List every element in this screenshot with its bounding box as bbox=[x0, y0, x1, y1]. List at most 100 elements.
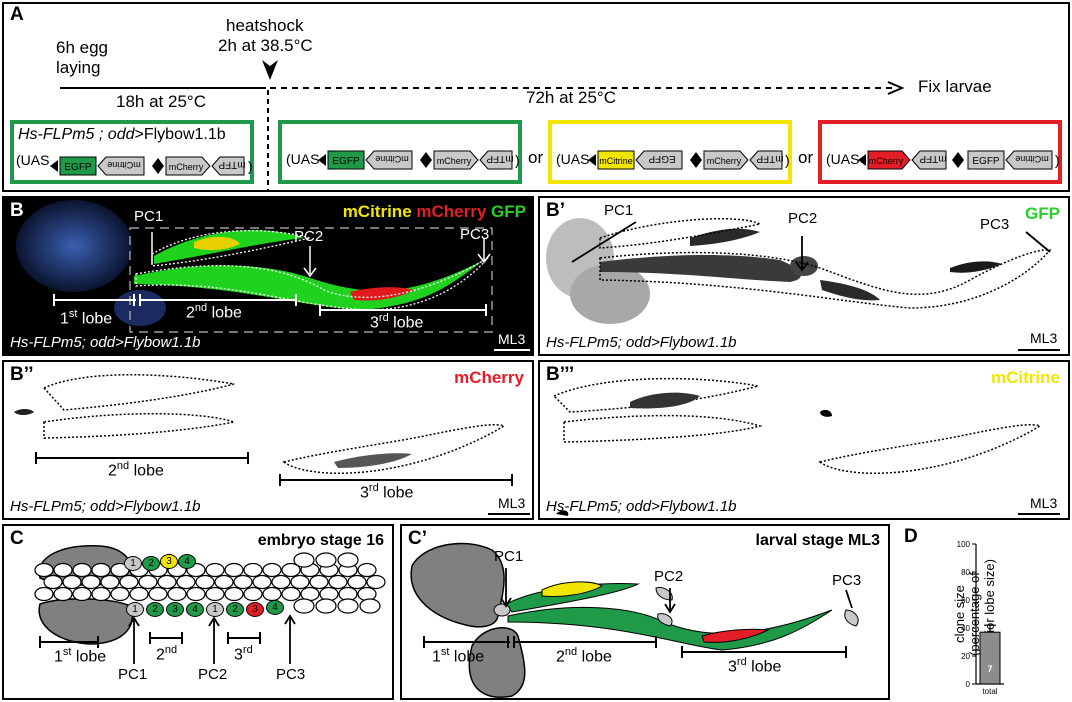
embryo-cell bbox=[91, 562, 111, 578]
stage-label: ML3 bbox=[498, 495, 526, 511]
pc1-label: PC1 bbox=[118, 666, 148, 683]
panel-label-c: C bbox=[10, 528, 24, 549]
svg-text:mCitrine: mCitrine bbox=[1015, 154, 1049, 164]
embryo-cell bbox=[252, 574, 272, 590]
n-label: 7 bbox=[987, 664, 992, 674]
panel-b-image bbox=[16, 200, 530, 351]
embryo-cell bbox=[129, 586, 149, 602]
embryo-cell bbox=[243, 562, 263, 578]
pc2-label: PC2 bbox=[198, 666, 228, 683]
panel-label-d: D bbox=[904, 526, 918, 547]
y-tick-label: 0 bbox=[966, 680, 971, 689]
embryo-cell bbox=[233, 574, 253, 590]
svg-text:EGFP: EGFP bbox=[648, 153, 676, 164]
embryo-cell bbox=[337, 598, 359, 614]
panel-b-triple-prime: B’’’ mCitrine Hs-FLPm5; odd>Flybow1.1b M… bbox=[538, 360, 1070, 520]
construct-box-egfp: (UAS EGFP mCitrine mCherry mTFP ) bbox=[278, 120, 522, 184]
cell-bottom-3: 3 bbox=[166, 602, 184, 617]
embryo-cell bbox=[224, 586, 244, 602]
stage-label: ML3 bbox=[1030, 495, 1058, 511]
embryo-cell bbox=[293, 598, 315, 614]
embryo-cell bbox=[271, 574, 291, 590]
pc3-label: PC3 bbox=[460, 226, 490, 243]
mcitrine-channel-label: mCitrine bbox=[991, 368, 1060, 387]
timeline-arrowhead bbox=[887, 81, 905, 95]
embryo-cell bbox=[347, 574, 367, 590]
category-label: total bbox=[982, 687, 997, 696]
panel-a: A 6h egg laying heatshock 2h at 38.5°C 1… bbox=[2, 2, 1070, 192]
construct-row: (UAS bbox=[16, 152, 50, 168]
embryo-cell bbox=[262, 562, 282, 578]
embryo-cell bbox=[53, 562, 73, 578]
svg-text:EGFP: EGFP bbox=[332, 156, 360, 167]
pc2-label: PC2 bbox=[788, 210, 818, 227]
cell-top-4: 4 bbox=[178, 554, 196, 569]
panel-c-prime: C’ larval stage ML3 PC1 PC2 PC3 1st lobe… bbox=[400, 524, 890, 700]
construct-diagram-4: (UAS mCherry mTFP EGFP mCitrine ) bbox=[826, 150, 1060, 170]
lobe1-label: 1st lobe bbox=[432, 646, 485, 666]
incubation-label-2: 72h at 25°C bbox=[526, 88, 616, 107]
cell-top-1: 1 bbox=[124, 556, 142, 571]
svg-text:mCitrine: mCitrine bbox=[599, 156, 633, 166]
pc3-label: PC3 bbox=[276, 666, 306, 683]
panel-label-b-prime: B’ bbox=[546, 200, 565, 221]
embryo-cell bbox=[337, 552, 359, 568]
mtfp-text: mTFP bbox=[218, 159, 246, 170]
embryo-cell bbox=[34, 586, 54, 602]
panel-label-a: A bbox=[10, 4, 24, 25]
cell-bottom-4: 4 bbox=[186, 602, 204, 617]
embryo-cell bbox=[119, 574, 139, 590]
embryo-cell bbox=[366, 574, 386, 590]
construct-box-initial: Hs-FLPm5 ; odd>Flybow1.1b (UAS EGFP mCit… bbox=[10, 120, 254, 184]
panel-c: C embryo stage 16 1 2 3 4 1 2 3 4 1 2 3 … bbox=[2, 524, 394, 700]
svg-text:mCherry: mCherry bbox=[869, 156, 904, 166]
embryo-cell bbox=[186, 586, 206, 602]
panel-label-b-triple-prime: B’’’ bbox=[546, 364, 575, 385]
lower-lobe-green bbox=[134, 260, 484, 310]
or-label-2: or bbox=[798, 148, 814, 167]
embryo-cell bbox=[91, 586, 111, 602]
construct-diagram-3: (UAS mCitrine EGFP mCherry mTFP ) bbox=[556, 150, 790, 170]
lobe1-label: 1st lobe bbox=[60, 308, 113, 328]
embryo-cell bbox=[157, 574, 177, 590]
svg-text:(UAS: (UAS bbox=[826, 151, 859, 167]
embryo-cell bbox=[167, 586, 187, 602]
embryo-cell bbox=[205, 586, 225, 602]
embryo-cell bbox=[34, 562, 54, 578]
stage-label: ML3 bbox=[1030, 330, 1058, 346]
lobe3-label: 3rd lobe bbox=[728, 656, 782, 676]
heatshock-label-1: heatshock bbox=[226, 16, 304, 35]
cell-bottom-5: 1 bbox=[206, 602, 224, 617]
embryo-cell bbox=[328, 574, 348, 590]
fix-larvae-label: Fix larvae bbox=[918, 77, 992, 96]
panel-b-double-prime-image bbox=[14, 374, 530, 515]
embryo-cell bbox=[138, 574, 158, 590]
y-tick-label: 40 bbox=[961, 624, 970, 633]
panel-b-prime: B’ GFP PC1 PC2 PC3 Hs-FLPm5; odd>Flybow1… bbox=[538, 196, 1070, 356]
cell-bottom-7: 3 bbox=[246, 602, 264, 617]
bar-total bbox=[979, 631, 1001, 685]
lobe3-label: 3rd lobe bbox=[370, 312, 424, 332]
genotype-label: Hs-FLPm5; odd>Flybow1.1b bbox=[10, 498, 201, 515]
embryo-cell bbox=[100, 574, 120, 590]
embryo-cell bbox=[315, 552, 337, 568]
lobe3-label: 3rd lobe bbox=[360, 482, 414, 502]
embryo-cell bbox=[309, 574, 329, 590]
embryo-cell bbox=[243, 586, 263, 602]
timeline-svg bbox=[60, 60, 905, 190]
genotype-label: Hs-FLPm5 ; odd>Flybow1.1b bbox=[18, 126, 226, 143]
egg-laying-label-2: laying bbox=[56, 58, 101, 77]
svg-text:EGFP: EGFP bbox=[972, 156, 1000, 167]
pc3-label: PC3 bbox=[832, 572, 862, 589]
lobe2-label: 2nd bbox=[156, 644, 178, 664]
embryo-cell bbox=[176, 574, 196, 590]
lobe2-label: 2nd lobe bbox=[556, 646, 612, 666]
mcherry-channel-label: mCherry bbox=[454, 368, 524, 387]
embryo-cell bbox=[224, 562, 244, 578]
svg-text:): ) bbox=[1055, 152, 1060, 168]
lobe2-label: 2nd lobe bbox=[108, 460, 164, 480]
stage-label: ML3 bbox=[498, 331, 526, 347]
panel-label-b-double-prime: B’’ bbox=[10, 364, 34, 385]
genotype-label: Hs-FLPm5; odd>Flybow1.1b bbox=[546, 498, 737, 515]
embryo-cell bbox=[53, 586, 73, 602]
